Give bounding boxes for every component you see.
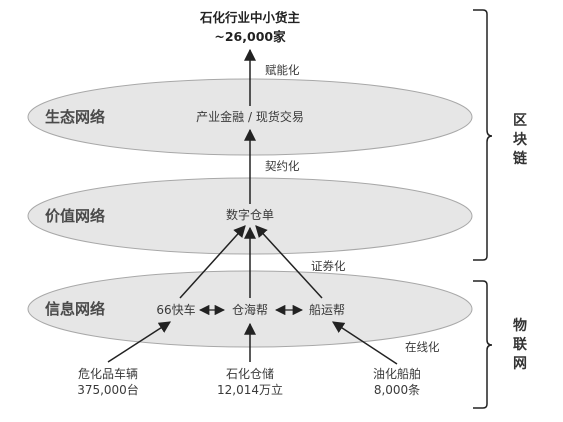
top-count: ~26,000家 [214,29,286,44]
arrow-vehicles-to-66kuaiche [107,321,172,363]
source-ships-name: 油化船舶 [373,366,421,381]
source-vehicles-count: 375,000台 [77,382,139,397]
source-storage-name: 石化仓储 [226,366,274,381]
iot-char-1: 物 [513,317,527,334]
iot-char-2: 联 [513,337,528,353]
arrow-ships-to-chuanyunbang [331,321,398,365]
edge-label-empower: 赋能化 [265,63,300,77]
ecology-layer-name: 生态网络 [45,108,105,126]
blockchain-char-2: 块 [513,132,528,148]
node-canghaibang: 仓海帮 [232,302,268,317]
iot-char-3: 网 [513,356,527,372]
blockchain-char-1: 区 [513,113,527,129]
source-storage-count: 12,014万立 [217,382,283,397]
ecology-content: 产业金融 / 现货交易 [196,109,304,124]
edge-label-online: 在线化 [405,340,440,354]
node-chuanyunbang: 船运帮 [309,303,345,317]
blockchain-bracket [473,9,493,261]
edge-label-securitize: 证券化 [311,259,346,273]
info-layer-name: 信息网络 [45,300,105,318]
value-content: 数字仓单 [226,207,274,222]
value-layer-name: 价值网络 [45,207,105,225]
arrow-66kuaiche-to-value [179,225,246,299]
node-66kuaiche: 66快车 [156,302,195,317]
iot-bracket [473,280,493,409]
blockchain-char-3: 链 [513,150,528,167]
edge-label-contract: 契约化 [265,159,300,173]
source-vehicles-name: 危化品车辆 [78,366,138,381]
source-ships-count: 8,000条 [374,383,420,397]
top-title: 石化行业中小货主 [199,10,301,25]
arrow-chuanyunbang-to-value [255,225,323,299]
